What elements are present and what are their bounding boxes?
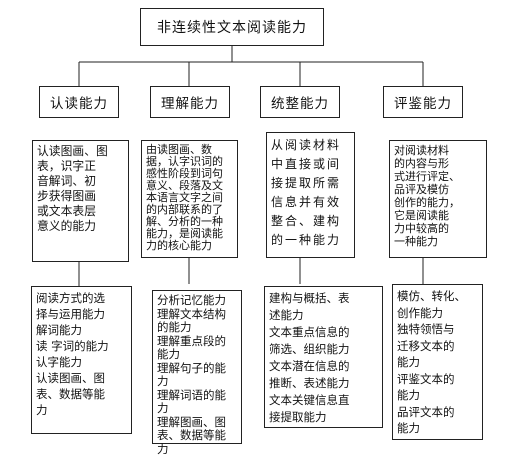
ability-line: 接提取能力 — [269, 409, 378, 426]
ability-line: 能力 — [157, 348, 237, 362]
abilities-box-recognition: 阅读方式的选 择与运用能力 解词能力 读 字词的能力 认字能力 认读图画、图 表… — [31, 286, 132, 434]
description-line: 的内容与形 — [394, 157, 482, 170]
ability-line: 独特领悟与 — [397, 321, 478, 338]
ability-line: 述能力 — [269, 307, 378, 324]
description-line: 的一种能力 — [271, 231, 350, 250]
description-line: 中直接或间 — [271, 155, 350, 174]
description-line: 认读图画、图 — [37, 144, 124, 159]
description-line: 对阅读材料 — [394, 144, 482, 157]
category-box-recognition: 认读能力 — [39, 86, 119, 118]
description-line: 式进行评定、 — [394, 170, 482, 183]
ability-line: 理解句子的能 — [157, 362, 237, 376]
ability-line: 文本重点信息的 — [269, 324, 378, 341]
description-box-appraisal: 对阅读材料 的内容与形 式进行评定、 品评及模仿 创作的能力， 它是阅读能 力中… — [389, 140, 487, 258]
ability-line: 力 — [157, 402, 237, 416]
ability-line: 能力 — [397, 387, 478, 404]
description-line: 或文本表层 — [37, 204, 124, 219]
description-line: 接提取所需 — [271, 174, 350, 193]
ability-line: 理解重点段的 — [157, 335, 237, 349]
category-box-integration: 统整能力 — [260, 86, 340, 118]
ability-line: 阅读方式的选 — [36, 290, 127, 306]
description-line: 表，识字正 — [37, 159, 124, 174]
ability-line: 理解图画、图 — [157, 416, 237, 430]
ability-line: 表、数据等能 — [36, 386, 127, 402]
description-line: 品评及模仿 — [394, 183, 482, 196]
ability-line: 评鉴文本的 — [397, 371, 478, 388]
description-line: 它是阅读能 — [394, 209, 482, 222]
description-box-recognition: 认读图画、图 表，识字正 音解词、初 步获得图画 或文本表层 意义的能力 — [32, 140, 129, 262]
ability-line: 品评文本的 — [397, 404, 478, 421]
description-line: 一种能力 — [394, 235, 482, 248]
description-line: 创作的能力， — [394, 196, 482, 209]
ability-line: 择与运用能力 — [36, 306, 127, 322]
abilities-box-comprehension: 分析记忆能力 理解文本结构 的能力 理解重点段的 能力 理解句子的能 力 理解词… — [152, 290, 242, 444]
ability-line: 能力 — [397, 354, 478, 371]
ability-line: 迁移文本的 — [397, 338, 478, 355]
ability-line: 解词能力 — [36, 322, 127, 338]
ability-line: 力 — [157, 443, 237, 456]
category-box-comprehension: 理解能力 — [150, 86, 230, 118]
ability-line: 文本关键信息直 — [269, 392, 378, 409]
description-line: 音解词、初 — [37, 174, 124, 189]
ability-line: 推断、表述能力 — [269, 375, 378, 392]
category-box-appraisal: 评鉴能力 — [383, 86, 463, 118]
description-line: 意义的能力 — [37, 219, 124, 234]
ability-line: 分析记忆能力 — [157, 294, 237, 308]
ability-line: 能力 — [397, 420, 478, 437]
ability-line: 筛选、组织能力 — [269, 341, 378, 358]
ability-line: 建构与概括、表 — [269, 290, 378, 307]
abilities-box-integration: 建构与概括、表 述能力 文本重点信息的 筛选、组织能力 文本潜在信息的 推断、表… — [264, 286, 383, 428]
ability-line: 认读图画、图 — [36, 370, 127, 386]
ability-line: 模仿、转化、 — [397, 288, 478, 305]
description-line: 整合、建构 — [271, 212, 350, 231]
ability-line: 文本潜在信息的 — [269, 358, 378, 375]
ability-line: 的能力 — [157, 321, 237, 335]
ability-line: 认字能力 — [36, 354, 127, 370]
ability-line: 理解词语的能 — [157, 389, 237, 403]
description-line: 力的核心能力 — [146, 240, 233, 252]
ability-line: 理解文本结构 — [157, 308, 237, 322]
description-line: 信息并有效 — [271, 193, 350, 212]
ability-line: 创作能力 — [397, 305, 478, 322]
ability-line: 力 — [157, 375, 237, 389]
description-line: 力中较高的 — [394, 222, 482, 235]
ability-line: 力 — [36, 402, 127, 418]
description-line: 步获得图画 — [37, 189, 124, 204]
description-box-integration: 从阅读材料 中直接或间 接提取所需 信息并有效 整合、建构 的一种能力 — [266, 132, 355, 258]
description-box-comprehension: 由读图画、数 据，认字识词的 感性阶段到词句 意义、段落及文 本语言文字之间 的… — [141, 140, 238, 258]
ability-line: 表、数据等能 — [157, 429, 237, 443]
diagram-title: 非连续性文本阅读能力 — [140, 8, 324, 46]
abilities-box-appraisal: 模仿、转化、 创作能力 独特领悟与 迁移文本的 能力 评鉴文本的 能力 品评文本… — [392, 284, 483, 440]
description-line: 从阅读材料 — [271, 136, 350, 155]
ability-line: 读 字词的能力 — [36, 338, 127, 354]
